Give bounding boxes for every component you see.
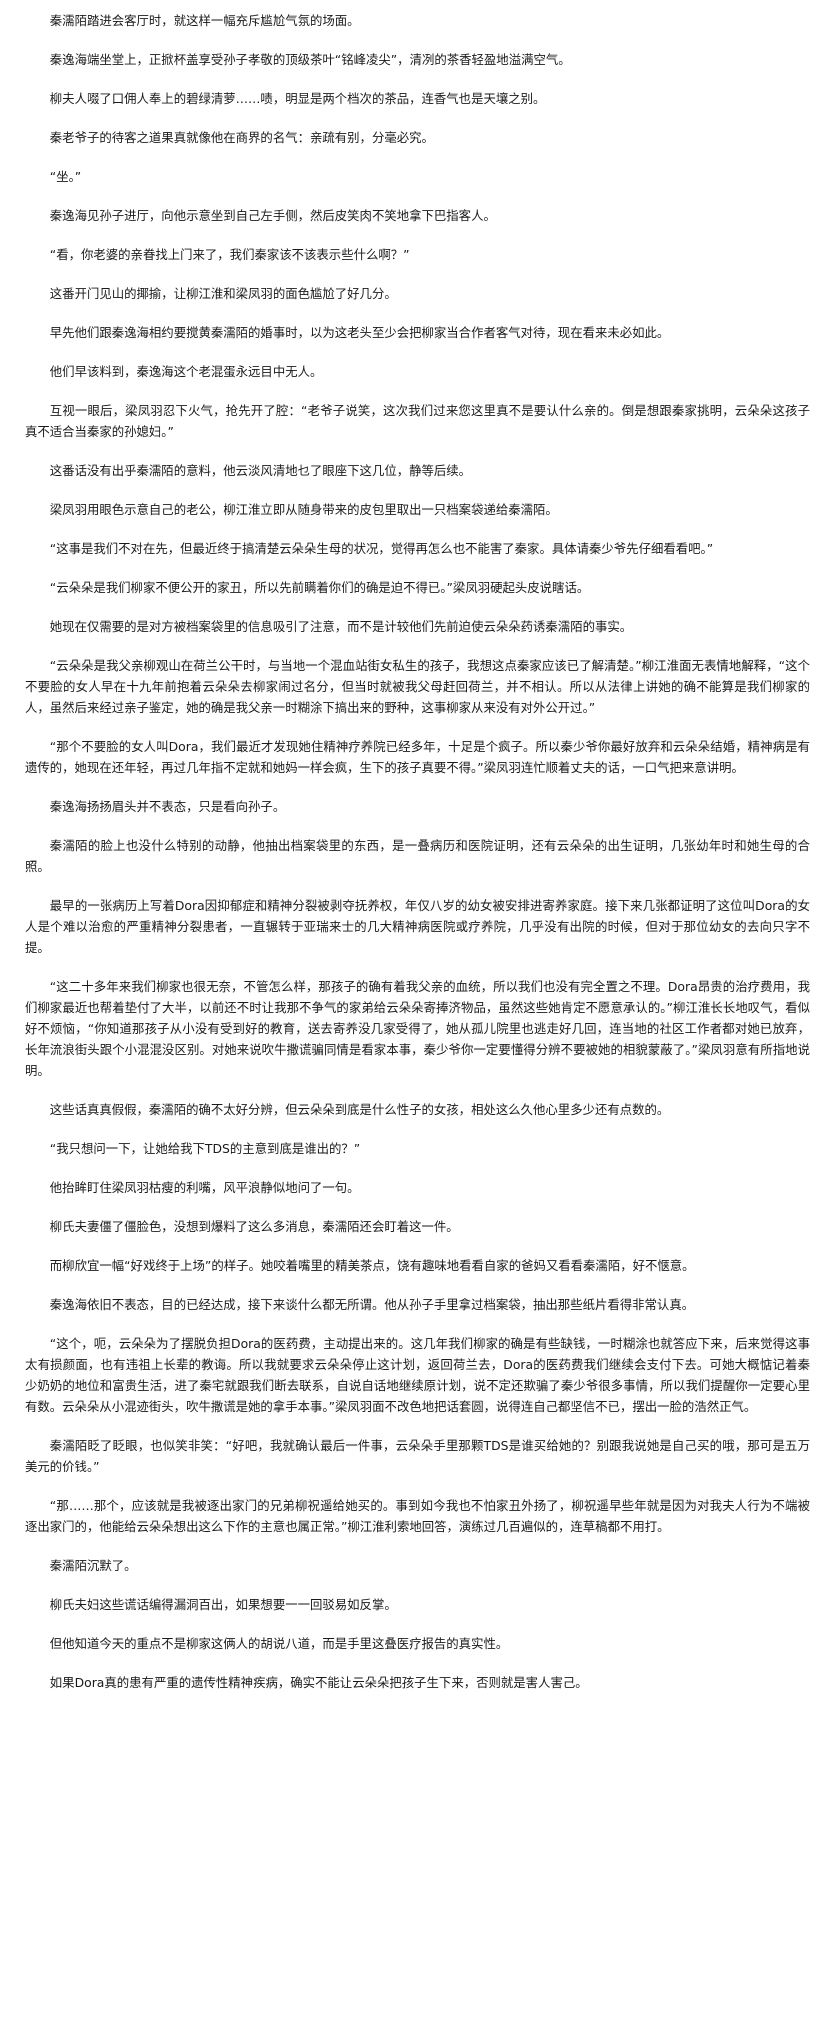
paragraph: “看，你老婆的亲眷找上门来了，我们秦家该不该表示些什么啊？” (49, 247, 410, 262)
paragraph: “这二十多年来我们柳家也很无奈，不管怎么样，那孩子的确有着我父亲的血统，所以我们… (25, 979, 810, 1078)
paragraph: 秦濡陌沉默了。 (49, 1558, 137, 1573)
paragraph: 梁凤羽用眼色示意自己的老公，柳江淮立即从随身带来的皮包里取出一只档案袋递给秦濡陌… (49, 502, 558, 517)
paragraph: 秦濡陌眨了眨眼，也似笑非笑：“好吧，我就确认最后一件事，云朵朵手里那颗TDS是谁… (25, 1438, 810, 1474)
paragraph: “云朵朵是我父亲柳观山在荷兰公干时，与当地一个混血站街女私生的孩子，我想这点秦家… (25, 658, 810, 715)
paragraph: 秦逸海见孙子进厅，向他示意坐到自己左手侧，然后皮笑肉不笑地拿下巴指客人。 (49, 208, 496, 223)
paragraph: 秦濡陌踏进会客厅时，就这样一幅充斥尴尬气氛的场面。 (49, 13, 360, 28)
paragraph: “这个，呃，云朵朵为了摆脱负担Dora的医药费，主动提出来的。这几年我们柳家的确… (25, 1336, 810, 1414)
article-body: 秦濡陌踏进会客厅时，就这样一幅充斥尴尬气氛的场面。 秦逸海端坐堂上，正掀杯盖享受… (25, 0, 810, 1711)
paragraph: 他们早该料到，秦逸海这个老混蛋永远目中无人。 (49, 364, 323, 379)
paragraph: 柳氏夫妻僵了僵脸色，没想到爆料了这么多消息，秦濡陌还会盯着这一件。 (49, 1219, 459, 1234)
paragraph: 互视一眼后，梁凤羽忍下火气，抢先开了腔：“老爷子说笑，这次我们过来您这里真不是要… (25, 403, 810, 439)
paragraph: “我只想问一下，让她给我下TDS的主意到底是谁出的？” (49, 1141, 361, 1156)
paragraph: 这番话没有出乎秦濡陌的意料，他云淡风清地乜了眼座下这几位，静等后续。 (49, 463, 472, 478)
paragraph: 她现在仅需要的是对方被档案袋里的信息吸引了注意，而不是计较他们先前迫使云朵朵药诱… (49, 619, 633, 634)
paragraph: “那……那个，应该就是我被逐出家门的兄弟柳祝遥给她买的。事到如今我也不怕家丑外扬… (25, 1498, 810, 1534)
paragraph: 这番开门见山的揶揄，让柳江淮和梁凤羽的面色尴尬了好几分。 (49, 286, 397, 301)
paragraph: 柳氏夫妇这些谎话编得漏洞百出，如果想要一一回驳易如反掌。 (49, 1597, 397, 1612)
paragraph: 秦逸海依旧不表态，目的已经达成，接下来谈什么都无所谓。他从孙子手里拿过档案袋，抽… (49, 1297, 695, 1312)
paragraph: 秦逸海端坐堂上，正掀杯盖享受孙子孝敬的顶级茶叶“铭峰凌尖”，清冽的茶香轻盈地溢满… (49, 52, 571, 67)
paragraph: 秦逸海扬扬眉头并不表态，只是看向孙子。 (49, 799, 286, 814)
paragraph: 柳夫人啜了口佣人奉上的碧绿清萝……啧，明显是两个档次的茶品，连香气也是天壤之别。 (49, 91, 546, 106)
paragraph: 秦濡陌的脸上也没什么特别的动静，他抽出档案袋里的东西，是一叠病历和医院证明，还有… (25, 838, 810, 874)
paragraph: “坐。” (49, 169, 82, 184)
paragraph: 他抬眸盯住梁凤羽枯瘦的利嘴，风平浪静似地问了一句。 (49, 1180, 360, 1195)
paragraph: 早先他们跟秦逸海相约要搅黄秦濡陌的婚事时，以为这老头至少会把柳家当合作者客气对待… (49, 325, 670, 340)
paragraph: 如果Dora真的患有严重的遗传性精神疾病，确实不能让云朵朵把孩子生下来，否则就是… (49, 1675, 588, 1690)
paragraph: “那个不要脸的女人叫Dora，我们最近才发现她住精神疗养院已经多年，十足是个疯子… (25, 739, 810, 775)
paragraph: 最早的一张病历上写着Dora因抑郁症和精神分裂被剥夺抚养权，年仅八岁的幼女被安排… (25, 898, 810, 955)
paragraph: “云朵朵是我们柳家不便公开的家丑，所以先前瞒着你们的确是迫不得已。”梁凤羽硬起头… (49, 580, 590, 595)
paragraph: 秦老爷子的待客之道果真就像他在商界的名气：亲疏有别，分毫必究。 (49, 130, 434, 145)
paragraph: 这些话真真假假，秦濡陌的确不太好分辨，但云朵朵到底是什么性子的女孩，相处这么久他… (49, 1102, 670, 1117)
paragraph: “这事是我们不对在先，但最近终于搞清楚云朵朵生母的状况，觉得再怎么也不能害了秦家… (49, 541, 714, 556)
paragraph: 而柳欣宜一幅“好戏终于上场”的样子。她咬着嘴里的精美茶点，饶有趣味地看看自家的爸… (49, 1258, 695, 1273)
paragraph: 但他知道今天的重点不是柳家这俩人的胡说八道，而是手里这叠医疗报告的真实性。 (49, 1636, 509, 1651)
